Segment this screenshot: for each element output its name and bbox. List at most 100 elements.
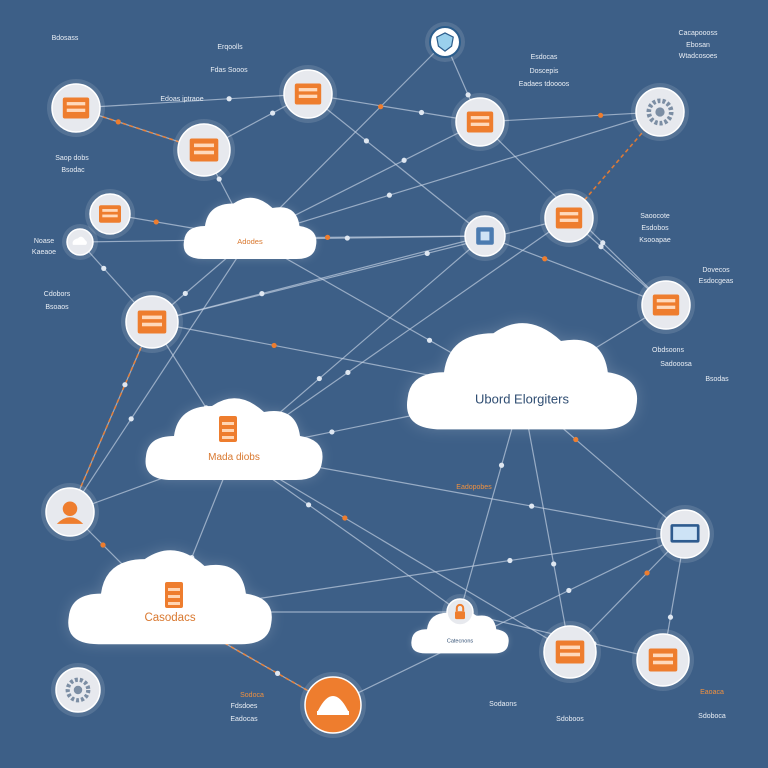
connector-dot <box>418 109 425 116</box>
cloud-label: Mada diobs <box>208 452 260 463</box>
node-label: Cdobors <box>44 291 71 298</box>
server-icon <box>99 205 121 223</box>
node-right-2 <box>637 276 695 334</box>
connector-dot <box>573 436 579 443</box>
node-label: Bsodac <box>61 167 85 174</box>
node-mid-chip <box>460 211 510 261</box>
lock-icon <box>454 603 466 620</box>
connection-line <box>307 93 481 123</box>
server-icon <box>466 111 494 133</box>
cloud-label: Casodacs <box>144 612 195 624</box>
connection-line <box>249 111 661 239</box>
connector-dot <box>259 291 265 297</box>
node-label: Eadopobes <box>456 484 492 491</box>
connection-line <box>249 41 446 239</box>
node-bottom-lock <box>442 594 478 630</box>
node-label: Eaoaca <box>700 689 724 696</box>
node-mid-right <box>540 189 598 247</box>
node-label: Bsodas <box>705 376 729 383</box>
connection-line <box>332 533 686 706</box>
node-left-2 <box>173 119 235 181</box>
cloud-center-right: Ubord Elorgiters <box>406 323 638 430</box>
connector-dot <box>667 614 674 620</box>
connector-dot <box>274 670 281 676</box>
connector-dot <box>271 342 277 349</box>
connector-dot <box>270 110 276 116</box>
user-icon <box>317 696 349 715</box>
node-label: Wtadcosoes <box>679 53 718 60</box>
user-icon <box>56 501 84 524</box>
node-label: Sodaons <box>489 701 517 708</box>
node-left-3 <box>85 189 135 239</box>
node-label: Dovecos <box>702 267 730 274</box>
connector-dot <box>401 157 407 163</box>
cloud-shape <box>406 323 638 430</box>
node-label: Noase <box>34 238 54 245</box>
node-label: Saoocote <box>640 213 670 220</box>
connector-dot <box>128 416 134 422</box>
connector-dot <box>465 92 471 98</box>
node-label: Doscepis <box>530 68 559 75</box>
node-top-left <box>47 79 105 137</box>
cloud-icon <box>72 236 87 245</box>
node-label: Ebosan <box>686 42 710 49</box>
node-top-right <box>631 83 689 141</box>
node-shield <box>425 22 465 62</box>
drive-icon <box>137 310 167 334</box>
node-left-face <box>41 483 99 541</box>
connector-dot <box>345 369 351 376</box>
connection-line <box>69 321 153 513</box>
database-icon <box>189 138 219 162</box>
connection-line <box>307 93 486 237</box>
node-label: Sdoboca <box>698 713 726 720</box>
cloud-label: Adodes <box>237 237 263 246</box>
node-label: Sadooosa <box>660 361 692 368</box>
server-icon <box>62 97 90 119</box>
server-icon <box>648 648 678 672</box>
node-label: Ksooapae <box>639 237 671 244</box>
gear-icon <box>65 677 91 703</box>
node-top-center <box>279 65 337 123</box>
node-label: Sodoca <box>240 692 264 699</box>
connector-dot <box>316 375 322 382</box>
database-icon <box>294 83 322 105</box>
nodes <box>41 22 714 738</box>
node-bottom-server2 <box>632 629 694 691</box>
connector-dot <box>153 219 159 225</box>
connector-dot <box>115 119 121 125</box>
connector-dot <box>598 112 604 118</box>
connector-dot <box>566 587 572 594</box>
server-icon <box>555 640 585 664</box>
connector-dot <box>529 503 535 509</box>
node-top-mid-right <box>451 93 509 151</box>
node-right-monitor <box>656 505 714 563</box>
connector-dot <box>324 234 331 240</box>
connection-line <box>233 451 571 653</box>
node-bottom-server1 <box>539 621 601 683</box>
node-label: Saop dobs <box>55 155 89 162</box>
connector-dot <box>342 515 348 521</box>
cloud-top: Adodes <box>183 197 317 259</box>
cloud-label: Ubord Elorgiters <box>475 391 569 406</box>
connector-dot <box>329 429 335 435</box>
node-label: Esdocgeas <box>699 278 734 285</box>
connector-dot <box>305 502 312 508</box>
cloud-shape <box>411 608 509 654</box>
node-label: Eadaes tdoooos <box>519 81 570 88</box>
node-label: Fdas Sooos <box>210 67 248 74</box>
connector-dot <box>216 176 222 182</box>
connection-line <box>484 235 667 306</box>
connector-dot <box>344 235 350 241</box>
connection-line <box>75 93 309 109</box>
chip-icon <box>476 227 494 245</box>
node-left-small <box>62 224 98 260</box>
connector-dot <box>122 382 128 388</box>
gear-icon <box>646 98 674 126</box>
node-bottom-left <box>51 663 105 717</box>
node-bottom-orange <box>300 672 366 738</box>
connector-dot <box>426 337 433 343</box>
node-label: Edoas iptraoe <box>160 96 203 103</box>
connector-dot <box>600 240 606 246</box>
node-label: Erqoolls <box>217 44 243 51</box>
